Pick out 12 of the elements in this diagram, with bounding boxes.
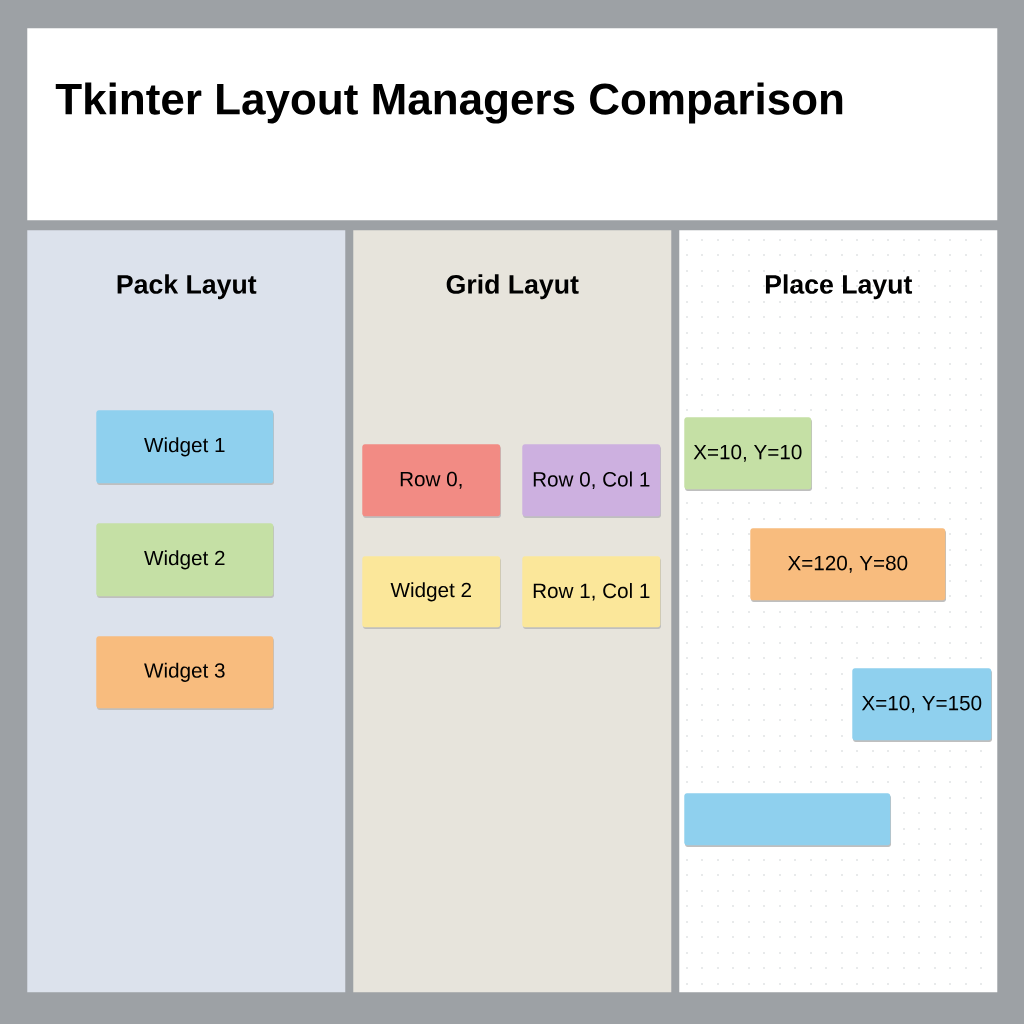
empty-box: [684, 793, 891, 847]
widget-box: Widget 1: [96, 410, 274, 485]
widget-box: Row 1, Col 1: [522, 556, 661, 629]
widget-box: Widget 2: [96, 523, 274, 598]
widget-box: Row 0, Col 1: [522, 444, 661, 518]
widget-box: Widget 2: [362, 556, 501, 629]
widget-box: X=10, Y=10: [684, 417, 812, 491]
title-panel: Tkinter Layout Managers Comparison: [27, 28, 998, 221]
widget-box: X=10, Y=150: [852, 668, 992, 742]
widget-box: Widget 3: [96, 636, 274, 710]
widget-box: Row 0,: [362, 444, 501, 518]
widget-box: X=120, Y=80: [750, 528, 946, 602]
